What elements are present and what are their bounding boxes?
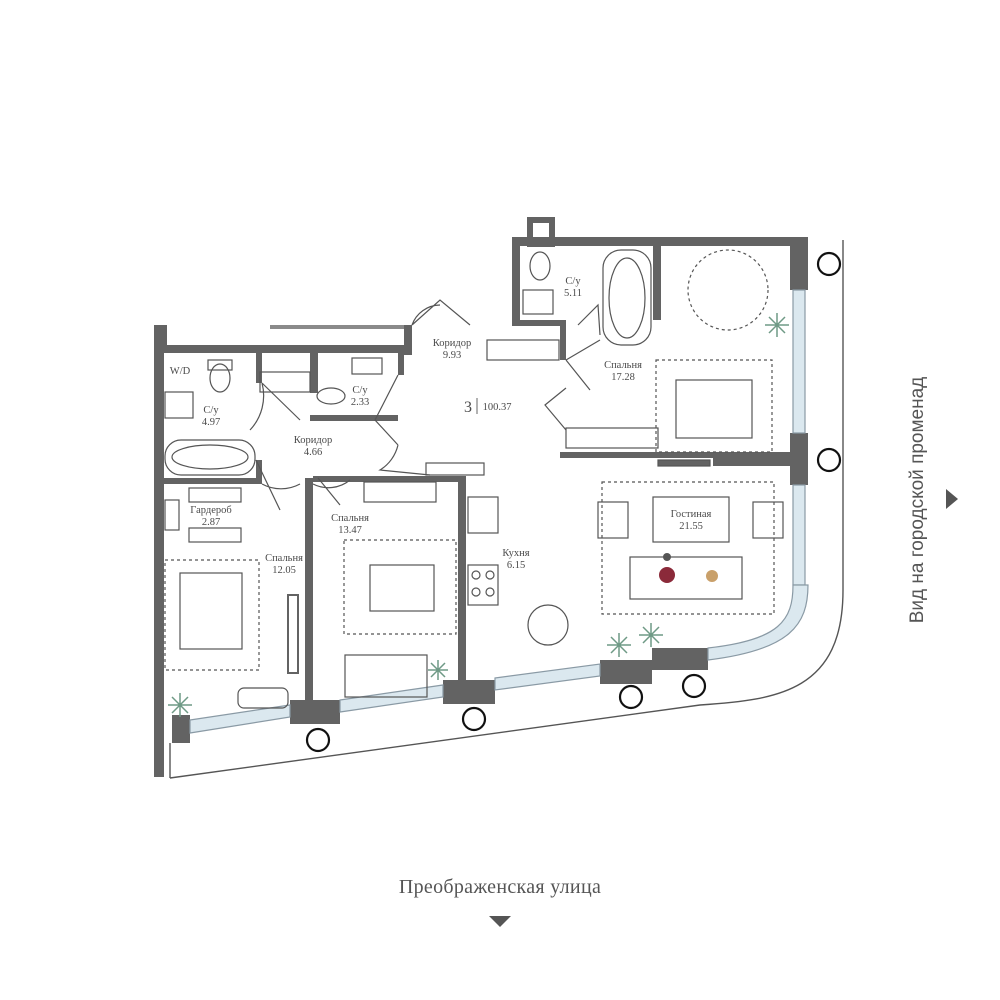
room-name-wardrobe: Гардероб	[190, 505, 231, 516]
room-name-kitchen: Кухня	[502, 548, 529, 559]
room-area-bed1: 17.28	[611, 372, 635, 383]
room-area-bath1: 4.97	[202, 417, 220, 428]
furniture	[164, 249, 784, 709]
room-name-bed2: Спальня	[265, 553, 303, 564]
plants	[168, 313, 789, 717]
balcony-outline	[169, 240, 844, 779]
room-name-bed3: Спальня	[331, 513, 369, 524]
room-area-wardrobe: 2.87	[202, 517, 220, 528]
person-figures	[659, 553, 718, 583]
room-name-bath1: С/у	[203, 405, 219, 416]
view-label-text: Вид на городской променад	[907, 376, 928, 624]
room-area-bed2: 12.05	[272, 565, 296, 576]
room-name-wd: W/D	[170, 366, 191, 377]
total-area: 100.37	[483, 402, 512, 413]
room-name-wc: С/у	[352, 385, 368, 396]
room-labels: W/D С/у 4.97 Коридор 4.66 С/у 2.33 Корид…	[170, 276, 712, 576]
room-area-corr1: 4.66	[304, 447, 322, 458]
room-area-kitchen: 6.15	[507, 560, 525, 571]
rooms-count: 3	[464, 399, 472, 416]
room-area-bed3: 13.47	[338, 525, 362, 536]
room-name-corr1: Коридор	[294, 435, 332, 446]
wardrobe-rails	[164, 339, 659, 543]
arrow-down-icon	[489, 916, 511, 927]
room-name-bath2: С/у	[565, 276, 581, 287]
interior-walls	[160, 246, 790, 700]
outer-walls	[154, 217, 808, 777]
room-name-bed1: Спальня	[604, 360, 642, 371]
arrow-right-icon	[946, 489, 958, 509]
room-area-wc: 2.33	[351, 397, 369, 408]
room-name-corr2: Коридор	[433, 338, 471, 349]
glazing	[189, 289, 809, 734]
column-markers	[305, 251, 842, 753]
street-label: Преображенская улица	[398, 876, 602, 898]
room-area-corr2: 9.93	[443, 350, 461, 361]
doors	[249, 299, 601, 511]
bathroom-fixtures	[164, 249, 652, 476]
room-area-living: 21.55	[679, 521, 703, 532]
apartment-badge: 3 100.37	[464, 398, 511, 416]
room-name-living: Гостиная	[671, 509, 712, 520]
room-area-bath2: 5.11	[564, 288, 582, 299]
